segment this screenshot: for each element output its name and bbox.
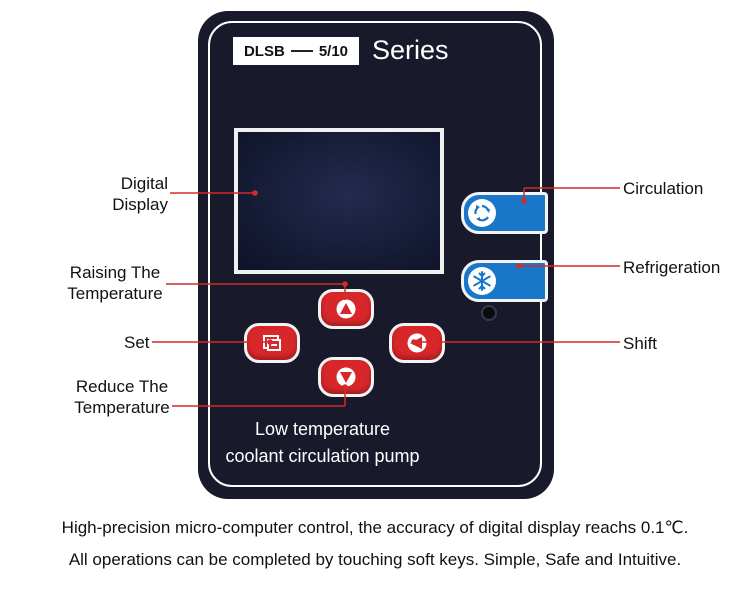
panel-text-line1: Low temperature — [254, 419, 391, 439]
label-digital-display: Digital Display — [96, 173, 168, 215]
label-raising-temperature: Raising The Temperature — [63, 262, 167, 304]
model-size: 5/10 — [318, 42, 349, 60]
shift-button[interactable] — [389, 323, 445, 363]
label-reduce-line2: Temperature — [74, 398, 170, 417]
circulation-button[interactable] — [461, 192, 548, 234]
label-refrigeration: Refrigeration — [623, 258, 721, 277]
label-reduce-line1: Reduce The — [75, 377, 169, 396]
triangle-left-icon — [407, 333, 427, 353]
set-icon — [263, 335, 281, 351]
circulation-icon — [468, 199, 496, 227]
label-shift: Shift — [623, 334, 658, 353]
triangle-down-icon — [336, 367, 356, 387]
caption-line1: High-precision micro-computer control, t… — [61, 518, 689, 537]
display-glass — [238, 132, 440, 270]
model-badge: DLSB 5/10 — [233, 37, 359, 65]
series-label: Series — [372, 35, 449, 65]
indicator-light — [481, 305, 497, 321]
caption-line2: All operations can be completed by touch… — [68, 550, 682, 569]
triangle-up-icon — [336, 299, 356, 319]
label-reduce-temperature: Reduce The Temperature — [70, 376, 174, 418]
digital-display — [234, 128, 444, 274]
label-set: Set — [124, 333, 150, 352]
model-name: DLSB — [243, 42, 285, 60]
panel-border — [208, 21, 542, 487]
label-raising-line1: Raising The — [69, 263, 161, 282]
set-button[interactable] — [244, 323, 300, 363]
label-circulation: Circulation — [623, 179, 704, 198]
label-digital-display-line1: Digital — [120, 174, 168, 193]
reduce-temperature-button[interactable] — [318, 357, 374, 397]
label-raising-line2: Temperature — [67, 284, 163, 303]
model-dash — [290, 50, 313, 52]
refrigeration-button[interactable] — [461, 260, 548, 302]
label-digital-display-line2: Display — [112, 195, 168, 214]
snowflake-icon — [468, 267, 496, 295]
raise-temperature-button[interactable] — [318, 289, 374, 329]
panel-text-line2: coolant circulation pump — [225, 446, 420, 466]
